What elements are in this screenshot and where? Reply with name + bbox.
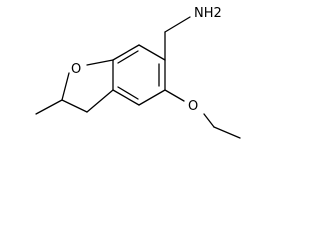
- double-bond-c7a-c7-inner: [117, 50, 139, 64]
- ethoxy-oxygen-label: O: [188, 99, 198, 114]
- bond-c5-o-ethoxy: [164, 89, 185, 102]
- double-bond-c4-c3a-inner: [117, 86, 139, 100]
- bond-c3-c3a: [86, 89, 114, 113]
- molecule-structure-diagram: NH2 O O: [35, 6, 241, 139]
- bond-c4-c3a: [112, 89, 140, 106]
- bond-o-ch2-ethoxy: [203, 113, 215, 128]
- bond-ch2-n: [164, 16, 191, 33]
- amine-group-label: NH2: [194, 6, 222, 21]
- bond-o1-c2: [61, 72, 70, 101]
- bond-c2-c3: [61, 99, 88, 113]
- bond-c7a-c7: [112, 44, 140, 61]
- bond-c5-c4: [138, 89, 166, 106]
- ring-oxygen-label: O: [71, 62, 81, 77]
- bond-c7-c6: [138, 44, 166, 61]
- bond-ch2-ch3-ethoxy: [213, 126, 241, 139]
- bond-c2-methyl: [35, 99, 63, 115]
- bond-c7a-o1: [86, 59, 114, 66]
